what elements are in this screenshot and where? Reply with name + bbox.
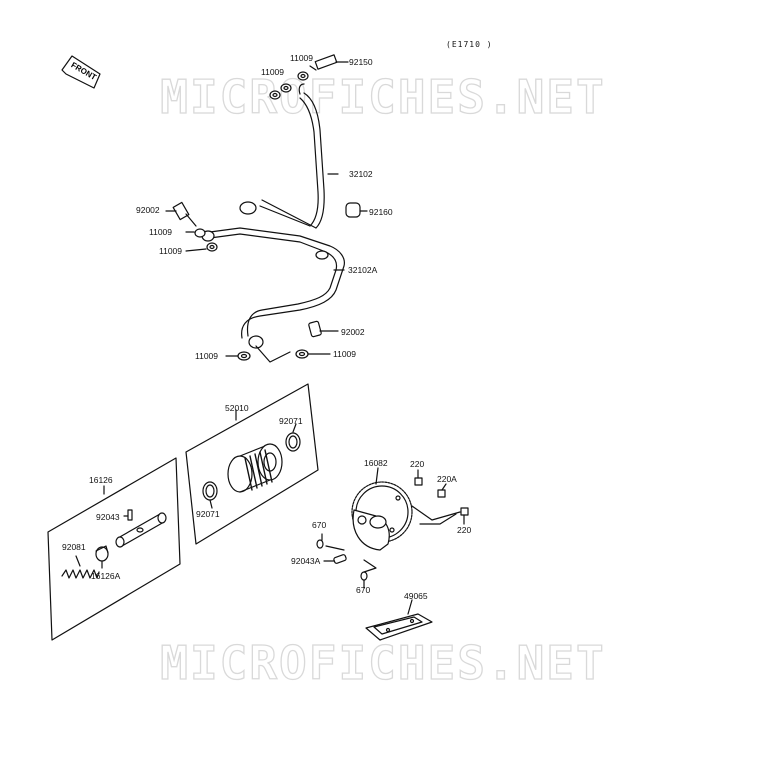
label-92081: 92081: [62, 542, 86, 552]
front-label: FRONT: [69, 60, 97, 82]
oil-pipe-32102A: [201, 227, 345, 349]
washer-11009-top-left2: [269, 90, 281, 100]
label-92160: 92160: [369, 207, 393, 217]
label-92043A: 92043A: [291, 556, 321, 566]
label-16082: 16082: [364, 458, 388, 468]
o-ring-92071-top: [285, 432, 301, 452]
front-label-svg: FRONT: [69, 60, 97, 82]
relief-valve-box: [47, 457, 181, 641]
washer-11009-bot-l: [237, 351, 251, 361]
bolt-220-bottom: [460, 507, 469, 516]
label-92150: 92150: [349, 57, 373, 67]
pin-670-top: [316, 539, 324, 549]
plunger-16126A: [95, 545, 109, 562]
label-11009-bottom-left: 11009: [195, 351, 219, 361]
label-11009-mid-b: 11009: [159, 246, 183, 256]
label-16126: 16126: [89, 475, 113, 485]
washer-11009-top-right: [297, 71, 309, 81]
label-49065: 49065: [404, 591, 428, 601]
o-ring-92071-bottom: [202, 481, 218, 501]
spring-92081: [61, 569, 100, 579]
bolt-220-top: [414, 477, 423, 486]
label-92002-right: 92002: [341, 327, 365, 337]
washer-11009-mid-a: [194, 228, 206, 238]
label-16126A: 16126A: [91, 571, 121, 581]
cap-92160: [345, 202, 368, 218]
label-11009-top-right: 11009: [290, 53, 314, 63]
label-11009-top-left: 11009: [261, 67, 285, 77]
label-32102A: 32102A: [348, 265, 378, 275]
label-92071-top: 92071: [279, 416, 303, 426]
label-92043: 92043: [96, 512, 120, 522]
gasket-49065: [365, 599, 433, 641]
pin-670-bottom: [360, 571, 368, 581]
pin-92043A: [333, 554, 347, 564]
label-92071-bottom: 92071: [196, 509, 220, 519]
washer-11009-bot-r: [295, 349, 309, 359]
label-32102: 32102: [349, 169, 373, 179]
oil-pipe-32102: [239, 83, 325, 229]
front-arrow-icon: [61, 55, 101, 89]
watermark-bottom: MICROFICHES.NET: [160, 635, 606, 690]
label-11009-mid-a: 11009: [149, 227, 173, 237]
diagram-code: (E1710 ): [446, 40, 493, 49]
label-220-top: 220: [410, 459, 425, 469]
watermark-top: MICROFICHES.NET: [160, 69, 606, 124]
oil-filter-52010: [227, 443, 283, 493]
washer-11009-top-left: [280, 83, 292, 93]
label-92002-left: 92002: [136, 205, 160, 215]
pin-92043: [127, 509, 133, 521]
bolt-92002-right: [308, 320, 339, 338]
label-52010: 52010: [225, 403, 249, 413]
bolt-92002-left: [165, 201, 197, 227]
bolt-220A: [437, 489, 446, 498]
label-220-bottom: 220: [457, 525, 472, 535]
oil-filter-box: [185, 383, 319, 545]
label-11009-bottom-right: 11009: [333, 349, 357, 359]
relief-valve-16126: [103, 485, 167, 548]
washer-11009-mid-b: [206, 242, 218, 252]
label-220A: 220A: [437, 474, 457, 484]
label-670-bottom: 670: [356, 585, 371, 595]
bolt-92150: [309, 54, 349, 71]
oil-pump-16082: [351, 467, 413, 551]
label-670-top: 670: [312, 520, 327, 530]
